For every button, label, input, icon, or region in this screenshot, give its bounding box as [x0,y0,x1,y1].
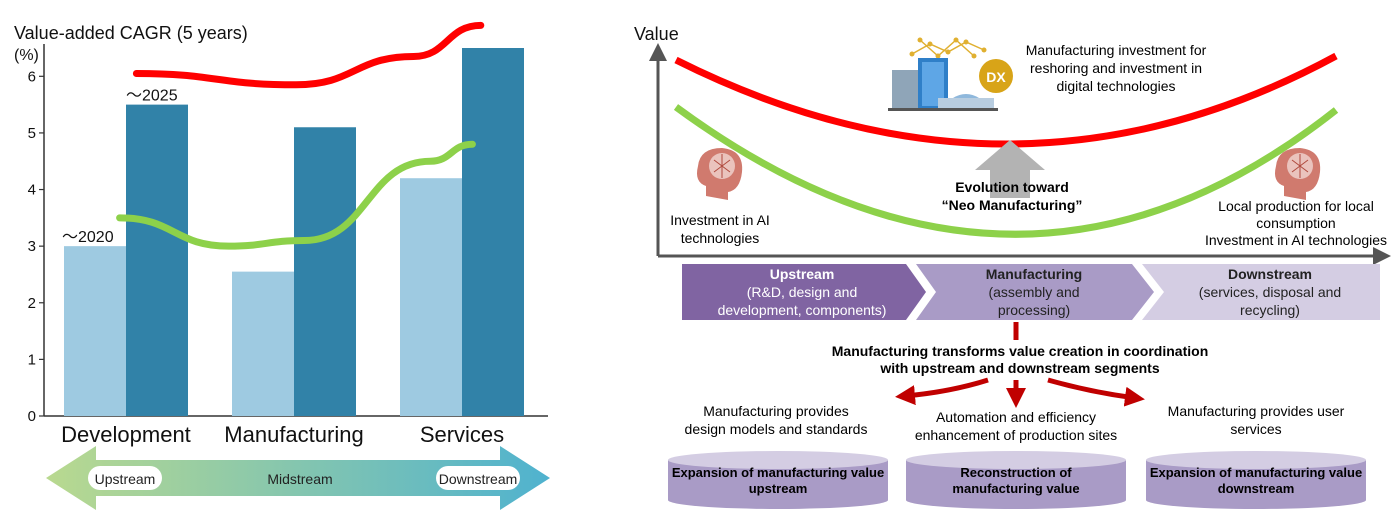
transform-caption-line1: Manufacturing transforms value creation … [832,343,1209,359]
chain-manufacturing-line2: processing) [998,302,1070,318]
category-label: Services [420,422,504,447]
top-caption-line1: Manufacturing investment for [1026,42,1207,58]
green-value-curve [673,104,1339,238]
right-caption-line2: consumption [1256,215,1335,231]
stream-arrow: Upstream Midstream Downstream [46,446,550,510]
cylinder-reconstruction [906,451,1126,509]
y-tick-label: 0 [28,408,36,425]
cylinder-upstream [668,451,888,509]
cylinder-reconstruction-line2: manufacturing value [952,481,1079,496]
top-caption-line3: digital technologies [1056,78,1175,94]
chain-manufacturing-shape [916,264,1154,320]
cylinder-reconstruction-line1: Reconstruction of [960,465,1072,480]
smart-factory-icon [888,37,998,111]
bar-services-1 [462,48,524,416]
cylinder-downstream [1146,451,1366,509]
y-tick-label: 4 [28,182,36,199]
chain-upstream-shape [682,264,926,320]
series-labels: ～2020 ～2025 [62,88,178,247]
upstream-label: Upstream [95,471,156,487]
category-label: Manufacturing [224,422,363,447]
y-tick-label: 1 [28,351,36,368]
cylinder-upstream-line2: upstream [749,481,808,496]
right-caption-line1: Local production for local [1218,198,1374,214]
evolution-label-line2: “Neo Manufacturing” [942,197,1083,213]
series-label-1: ～2025 [126,88,178,105]
chain-downstream-shape [1142,264,1380,320]
category-labels: Development Manufacturing Services [61,422,504,447]
bar-manufacturing-0 [232,271,294,416]
cagr-bar-chart: Value-added CAGR (5 years) (%) 0 1 2 3 4 5 6 ～… [14,21,550,510]
outcome-left-caption-line2: design models and standards [685,421,868,437]
evolution-up-arrow [975,140,1045,198]
y-axis-label: (%) [14,47,39,64]
chart-title: Value-added CAGR (5 years) [14,23,248,43]
bar-development-1 [126,104,188,416]
cylinder-downstream-line2: downstream [1218,481,1295,496]
red-trend-curve [132,21,485,89]
outcome-right-caption-line2: services [1230,421,1281,437]
stream-arrow-shape [46,446,550,510]
chain-downstream-title: Downstream [1228,266,1312,282]
downstream-pill [436,466,520,490]
chain-manufacturing-line1: (assembly and [988,284,1079,300]
value-axis-label: Value [634,24,679,44]
evolution-label-line1: Evolution toward [955,179,1069,195]
outcome-right-caption-line1: Manufacturing provides user [1168,403,1345,419]
bar-services-0 [400,178,462,416]
green-trend-curve [116,140,476,250]
left-caption-line1: Investment in AI [670,212,770,228]
left-caption-line2: technologies [681,230,760,246]
downstream-label: Downstream [439,471,518,487]
y-tick-labels: 0 1 2 3 4 5 6 [28,68,44,425]
chain-downstream-line1: (services, disposal and [1199,284,1341,300]
bar-manufacturing-1 [294,127,356,416]
top-caption-line2: reshoring and investment in [1030,60,1202,76]
value-chain-diagram: Value Evolution toward “Neo Manufacturin… [634,24,1391,509]
right-caption-line3: Investment in AI technologies [1205,232,1387,248]
outcome-left-caption-line1: Manufacturing provides [703,403,849,419]
bar-development-0 [64,246,126,416]
y-tick-label: 6 [28,68,36,85]
cylinder-upstream-line1: Expansion of manufacturing value [672,465,884,480]
series-label-0: ～2020 [62,229,114,246]
category-label: Development [61,422,191,447]
outcome-center-caption-line1: Automation and efficiency [936,409,1096,425]
y-tick-label: 2 [28,295,36,312]
ai-brain-head-icon-left [697,148,743,200]
ai-brain-head-icon-right [1275,148,1321,200]
red-arrow-right [1047,377,1145,407]
y-tick-label: 3 [28,238,36,255]
y-tick-label: 5 [28,125,36,142]
midstream-label: Midstream [267,471,332,487]
chain-upstream-title: Upstream [770,266,835,282]
chain-downstream-line2: recycling) [1240,302,1300,318]
chain-manufacturing-title: Manufacturing [986,266,1082,282]
upstream-pill [88,466,162,490]
transform-caption-line2: with upstream and downstream segments [879,360,1159,376]
cylinder-downstream-line1: Expansion of manufacturing value [1150,465,1362,480]
chain-upstream-line2: development, components) [718,302,887,318]
trend-curves [116,21,485,250]
dx-badge-circle [979,59,1013,93]
red-arrow-left [895,377,989,406]
outcome-center-caption-line2: enhancement of production sites [915,427,1117,443]
bar-marks [64,48,524,416]
dx-badge: DX [986,69,1006,85]
chain-upstream-line1: (R&D, design and [747,284,858,300]
